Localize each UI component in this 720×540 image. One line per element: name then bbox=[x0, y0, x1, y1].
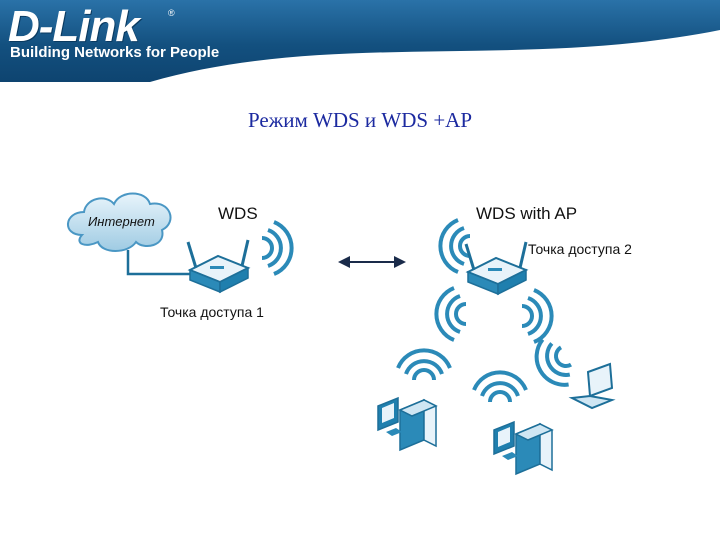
access-point-1-router-icon bbox=[186, 238, 250, 294]
dlink-logo: D-Link bbox=[8, 2, 140, 51]
desktop-client-1 bbox=[377, 348, 452, 451]
desktop-2-waves-icon bbox=[472, 370, 528, 404]
logo-tagline: Building Networks for People bbox=[10, 44, 220, 61]
ap2-wave-left-down-icon bbox=[434, 286, 468, 342]
desktop-1-computer-icon bbox=[377, 397, 437, 451]
laptop-client bbox=[525, 331, 616, 410]
internet-label: Интернет bbox=[88, 214, 155, 229]
desktop-client-2 bbox=[472, 370, 553, 475]
ap2-wave-right-down-icon bbox=[520, 288, 554, 344]
registered-mark: ® bbox=[168, 8, 175, 18]
access-point-1-label: Точка доступа 1 bbox=[160, 304, 264, 320]
slide-title: Режим WDS и WDS +AP bbox=[247, 108, 473, 132]
access-point-1-waves-icon bbox=[260, 220, 294, 276]
wds-with-ap-label: WDS with AP bbox=[476, 204, 577, 223]
desktop-2-computer-icon bbox=[493, 421, 553, 475]
access-point-2-label: Точка доступа 2 bbox=[528, 241, 632, 257]
wds-link-arrow bbox=[338, 256, 406, 268]
wds-mode-label: WDS bbox=[218, 204, 258, 223]
wds-diagram: Интернет WDS Точка доступа 1 WDS with AP… bbox=[67, 192, 632, 475]
laptop-base bbox=[568, 394, 616, 410]
header-wave-decoration bbox=[150, 30, 720, 82]
laptop-screen bbox=[586, 362, 614, 398]
access-point-2-router-icon bbox=[464, 240, 528, 296]
desktop-1-waves-icon bbox=[396, 348, 452, 382]
header-banner: D-Link ® Building Networks for People bbox=[0, 0, 720, 82]
internet-cloud: Интернет bbox=[67, 192, 172, 252]
uplink-cable bbox=[126, 250, 190, 276]
